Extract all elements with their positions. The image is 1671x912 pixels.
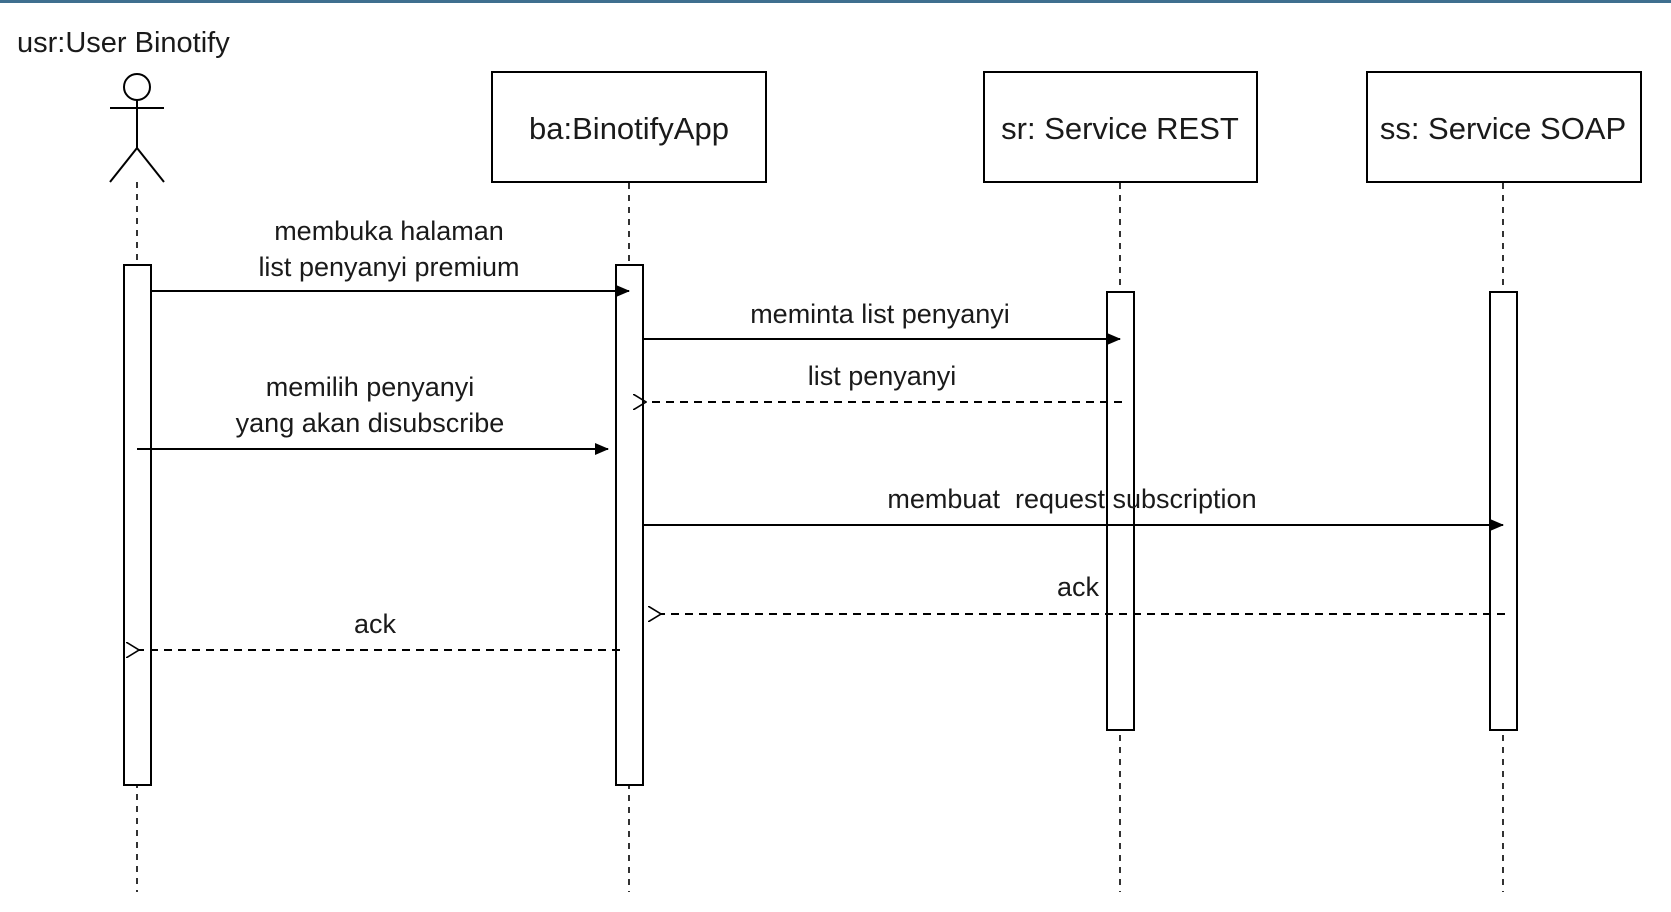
activation-bar-ss — [1489, 291, 1518, 731]
message-4: memilih penyanyi yang akan disubscribe — [137, 372, 609, 455]
message-label-6: ack — [1057, 572, 1100, 602]
message-label-4a: memilih penyanyi — [266, 372, 475, 402]
participant-label-usr: usr:User Binotify — [17, 27, 230, 59]
window-top-border — [0, 0, 1671, 3]
message-label-7: ack — [354, 609, 397, 639]
message-6: ack — [661, 572, 1505, 614]
participant-sr: sr: Service REST — [983, 71, 1258, 183]
message-5: membuat request subscription — [643, 484, 1504, 531]
message-7: ack — [139, 609, 620, 650]
participant-label-ss: ss: Service SOAP — [1380, 111, 1626, 146]
activation-bar-usr — [123, 264, 152, 786]
message-2: meminta list penyanyi — [643, 299, 1121, 345]
actor-usr: usr:User Binotify — [17, 27, 230, 183]
participant-box-sr — [983, 71, 1258, 183]
message-label-1b: list penyanyi premium — [258, 252, 519, 282]
message-3: list penyanyi — [646, 361, 1122, 402]
message-label-5: membuat request subscription — [887, 484, 1256, 514]
activation-bar-ba — [615, 264, 644, 786]
message-label-3: list penyanyi — [808, 361, 957, 391]
participant-label-ba: ba:BinotifyApp — [529, 111, 729, 146]
participant-box-ss — [1366, 71, 1642, 183]
actor-stick-figure-icon — [109, 73, 165, 183]
participant-ss: ss: Service SOAP — [1366, 71, 1642, 183]
message-label-1a: membuka halaman — [274, 216, 504, 246]
message-label-2: meminta list penyanyi — [750, 299, 1010, 329]
participant-box-ba — [491, 71, 767, 183]
participant-ba: ba:BinotifyApp — [491, 71, 767, 183]
message-1: membuka halaman list penyanyi premium — [151, 216, 630, 297]
activation-bar-sr — [1106, 291, 1135, 731]
participant-label-sr: sr: Service REST — [1001, 111, 1239, 146]
message-label-4b: yang akan disubscribe — [236, 408, 505, 438]
